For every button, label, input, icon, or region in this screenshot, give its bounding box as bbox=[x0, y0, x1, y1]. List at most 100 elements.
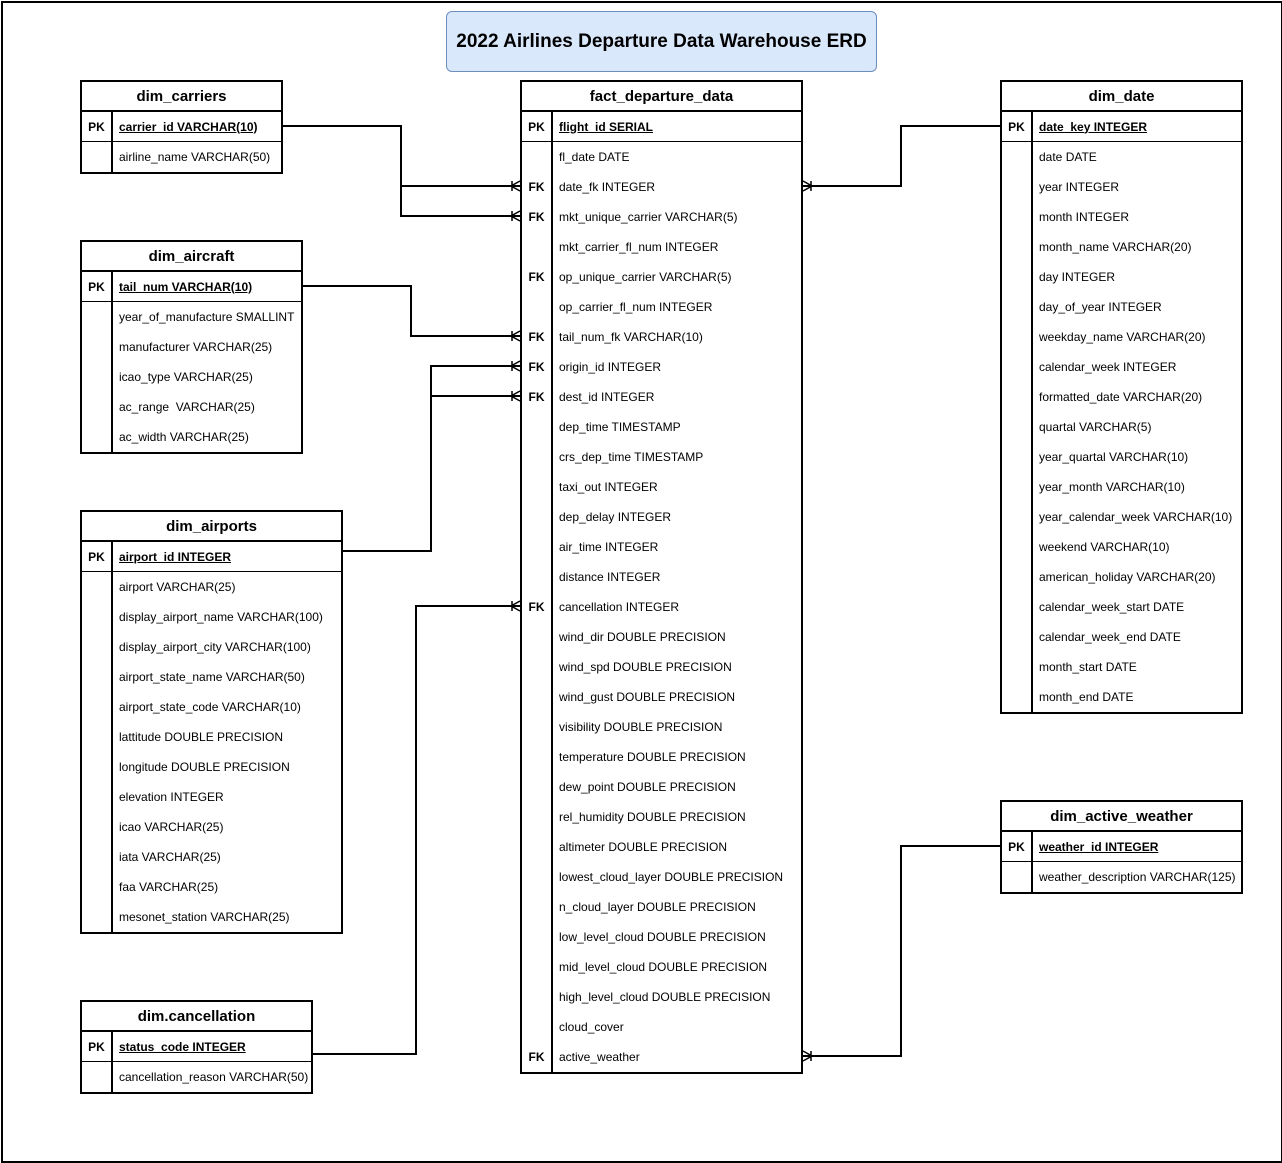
column-row[interactable]: wind_dir DOUBLE PRECISION bbox=[522, 622, 801, 652]
column-label: date DATE bbox=[1039, 150, 1097, 164]
column-row[interactable]: american_holiday VARCHAR(20) bbox=[1002, 562, 1241, 592]
column-row[interactable]: formatted_date VARCHAR(20) bbox=[1002, 382, 1241, 412]
column-row[interactable]: icao_type VARCHAR(25) bbox=[82, 362, 301, 392]
column-row[interactable]: month INTEGER bbox=[1002, 202, 1241, 232]
column-row[interactable]: weather_description VARCHAR(125) bbox=[1002, 862, 1241, 892]
column-row[interactable]: lattitude DOUBLE PRECISION bbox=[82, 722, 341, 752]
column-label: crs_dep_time TIMESTAMP bbox=[559, 450, 704, 464]
column-row[interactable]: taxi_out INTEGER bbox=[522, 472, 801, 502]
column-row[interactable]: dep_time TIMESTAMP bbox=[522, 412, 801, 442]
column-label: wind_gust DOUBLE PRECISION bbox=[559, 690, 736, 704]
column-label: visibility DOUBLE PRECISION bbox=[559, 720, 723, 734]
column-row[interactable]: airline_name VARCHAR(50) bbox=[82, 142, 281, 172]
column-row[interactable]: mkt_carrier_fl_num INTEGER bbox=[522, 232, 801, 262]
column-row[interactable]: month_end DATE bbox=[1002, 682, 1241, 712]
column-row[interactable]: year_calendar_week VARCHAR(10) bbox=[1002, 502, 1241, 532]
column-row[interactable]: low_level_cloud DOUBLE PRECISION bbox=[522, 922, 801, 952]
column-row[interactable]: airport_state_name VARCHAR(50) bbox=[82, 662, 341, 692]
column-row[interactable]: elevation INTEGER bbox=[82, 782, 341, 812]
column-row[interactable]: month_name VARCHAR(20) bbox=[1002, 232, 1241, 262]
column-row[interactable]: weekday_name VARCHAR(20) bbox=[1002, 322, 1241, 352]
column-label: wind_dir DOUBLE PRECISION bbox=[559, 630, 726, 644]
column-row[interactable]: air_time INTEGER bbox=[522, 532, 801, 562]
column-label: quartal VARCHAR(5) bbox=[1039, 420, 1152, 434]
column-row[interactable]: airport_state_code VARCHAR(10) bbox=[82, 692, 341, 722]
column-row[interactable]: rel_humidity DOUBLE PRECISION bbox=[522, 802, 801, 832]
column-row[interactable]: mesonet_station VARCHAR(25) bbox=[82, 902, 341, 932]
column-row[interactable]: distance INTEGER bbox=[522, 562, 801, 592]
column-row[interactable]: display_airport_city VARCHAR(100) bbox=[82, 632, 341, 662]
column-label: icao VARCHAR(25) bbox=[119, 820, 224, 834]
column-row[interactable]: year_month VARCHAR(10) bbox=[1002, 472, 1241, 502]
column-label: status_code INTEGER bbox=[119, 1039, 246, 1054]
table-header: dim.cancellation bbox=[82, 1002, 311, 1032]
column-row[interactable]: dew_point DOUBLE PRECISION bbox=[522, 772, 801, 802]
column-label: mesonet_station VARCHAR(25) bbox=[119, 910, 290, 924]
column-row[interactable]: crs_dep_time TIMESTAMP bbox=[522, 442, 801, 472]
column-row[interactable]: visibility DOUBLE PRECISION bbox=[522, 712, 801, 742]
column-row[interactable]: dep_delay INTEGER bbox=[522, 502, 801, 532]
column-row[interactable]: year_of_manufacture SMALLINT bbox=[82, 302, 301, 332]
column-label: origin_id INTEGER bbox=[559, 360, 662, 374]
column-row[interactable]: iata VARCHAR(25) bbox=[82, 842, 341, 872]
column-row[interactable]: longitude DOUBLE PRECISION bbox=[82, 752, 341, 782]
column-row[interactable]: date DATE bbox=[1002, 142, 1241, 172]
column-label: dest_id INTEGER bbox=[559, 390, 655, 404]
column-row[interactable]: n_cloud_layer DOUBLE PRECISION bbox=[522, 892, 801, 922]
column-label: distance INTEGER bbox=[559, 570, 661, 584]
column-row[interactable]: icao VARCHAR(25) bbox=[82, 812, 341, 842]
column-row[interactable]: quartal VARCHAR(5) bbox=[1002, 412, 1241, 442]
column-row[interactable]: day INTEGER bbox=[1002, 262, 1241, 292]
column-row[interactable]: calendar_week INTEGER bbox=[1002, 352, 1241, 382]
column-row[interactable]: calendar_week_end DATE bbox=[1002, 622, 1241, 652]
column-row[interactable]: op_carrier_fl_num INTEGER bbox=[522, 292, 801, 322]
table-header: dim_airports bbox=[82, 512, 341, 542]
column-row[interactable]: high_level_cloud DOUBLE PRECISION bbox=[522, 982, 801, 1012]
column-row[interactable]: cloud_cover bbox=[522, 1012, 801, 1042]
column-row[interactable]: weekend VARCHAR(10) bbox=[1002, 532, 1241, 562]
column-row[interactable]: ac_range VARCHAR(25) bbox=[82, 392, 301, 422]
column-row[interactable]: wind_spd DOUBLE PRECISION bbox=[522, 652, 801, 682]
column-row[interactable]: wind_gust DOUBLE PRECISION bbox=[522, 682, 801, 712]
column-row[interactable]: ac_width VARCHAR(25) bbox=[82, 422, 301, 452]
column-label: airline_name VARCHAR(50) bbox=[119, 150, 271, 164]
column-row[interactable]: month_start DATE bbox=[1002, 652, 1241, 682]
column-row[interactable]: mid_level_cloud DOUBLE PRECISION bbox=[522, 952, 801, 982]
column-row[interactable]: temperature DOUBLE PRECISION bbox=[522, 742, 801, 772]
column-row[interactable]: cancellation_reason VARCHAR(50) bbox=[82, 1062, 311, 1092]
column-row[interactable]: manufacturer VARCHAR(25) bbox=[82, 332, 301, 362]
column-row[interactable]: year_quartal VARCHAR(10) bbox=[1002, 442, 1241, 472]
column-row[interactable]: altimeter DOUBLE PRECISION bbox=[522, 832, 801, 862]
column-row[interactable]: lowest_cloud_layer DOUBLE PRECISION bbox=[522, 862, 801, 892]
column-row[interactable]: faa VARCHAR(25) bbox=[82, 872, 341, 902]
column-label: dep_time TIMESTAMP bbox=[559, 420, 681, 434]
column-row[interactable]: fl_date DATE bbox=[522, 142, 801, 172]
column-row[interactable]: year INTEGER bbox=[1002, 172, 1241, 202]
column-row[interactable]: day_of_year INTEGER bbox=[1002, 292, 1241, 322]
column-row[interactable]: display_airport_name VARCHAR(100) bbox=[82, 602, 341, 632]
column-row[interactable]: airport VARCHAR(25) bbox=[82, 572, 341, 602]
column-row[interactable]: calendar_week_start DATE bbox=[1002, 592, 1241, 622]
